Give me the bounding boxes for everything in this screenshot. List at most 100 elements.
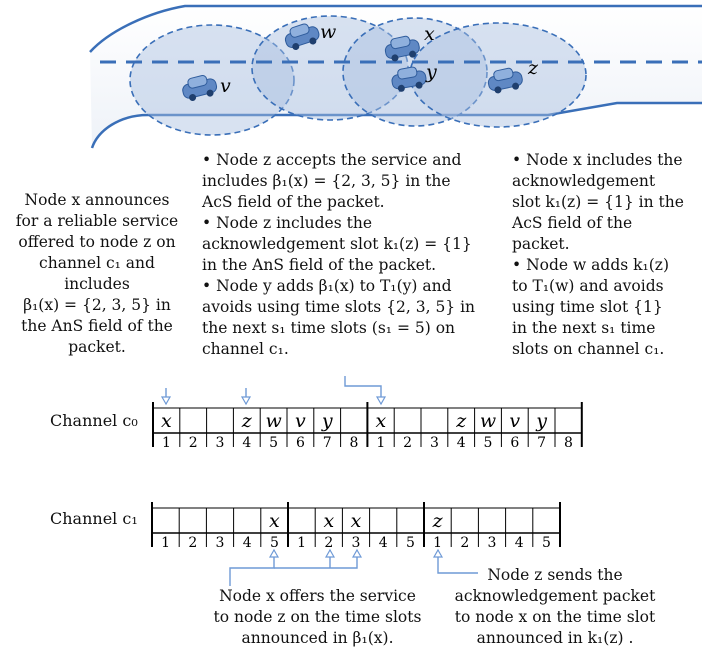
slot-number: 2 <box>460 535 469 551</box>
annotation-line: the next s₁ time slots (s₁ = 5) on <box>202 319 456 337</box>
annotation-line: acknowledgement slot k₁(z) = {1} <box>202 235 472 253</box>
slot-number: 4 <box>515 535 524 551</box>
slot-node-label: y <box>321 410 333 432</box>
slot-number: 4 <box>379 535 388 551</box>
annotation-line: acknowledgement packet <box>454 587 656 605</box>
arrow-offer-slot-3 <box>274 550 358 569</box>
slot-node-label: z <box>455 410 467 432</box>
node-label-v: v <box>220 75 231 97</box>
annotation-line: announced in k₁(z) . <box>476 629 634 647</box>
slot-number: 5 <box>270 535 279 551</box>
annotation-line: AcS field of the packet. <box>202 193 385 211</box>
annotation-line: offered to node z on <box>18 233 176 251</box>
slot-node-label: w <box>265 410 281 432</box>
annotation-line: β₁(x) = {2, 3, 5} in <box>23 296 171 314</box>
arrow-head <box>268 548 280 558</box>
annotation-line: acknowledgement <box>512 172 656 190</box>
annotation-line: includes <box>64 275 130 293</box>
slot-number: 1 <box>297 535 306 551</box>
arrow-head <box>240 396 252 406</box>
annotation-line: Node z sends the <box>487 566 623 584</box>
annotation-line: Node x announces <box>24 191 170 209</box>
slot-number: 5 <box>406 535 415 551</box>
road-top-edge <box>89 4 702 53</box>
slot-number: 2 <box>403 435 412 451</box>
annotation-line: slot k₁(z) = {1} in the <box>512 193 684 211</box>
slot-number: 6 <box>510 435 519 451</box>
annotation-line: channel c₁ and <box>39 254 155 272</box>
slot-node-label: v <box>295 410 306 432</box>
slot-node-label: z <box>432 510 444 532</box>
arrow-head <box>324 548 336 558</box>
car-icon <box>384 35 420 62</box>
slot-number: 8 <box>564 435 573 451</box>
slot-number: 2 <box>189 435 198 451</box>
annotation-line: channel c₁. <box>202 340 289 358</box>
slot-node-label: w <box>480 410 496 432</box>
slot-number: 1 <box>376 435 385 451</box>
left-annotation: Node x announces for a reliable service … <box>2 190 192 358</box>
annotation-line: to T₁(w) and avoids <box>512 277 664 295</box>
slot-number: 3 <box>488 535 497 551</box>
annotation-line: packet. <box>512 235 570 253</box>
annotation-line: to node z on the time slots <box>213 608 422 626</box>
slot-node-label: x <box>323 510 334 532</box>
bottom-left-annotation: Node x offers the service to node z on t… <box>200 586 435 649</box>
slot-number: 6 <box>296 435 305 451</box>
slot-number: 3 <box>216 535 225 551</box>
node-label-y: y <box>425 61 437 83</box>
annotation-line: the AnS field of the <box>21 317 173 335</box>
slot-node-label: y <box>535 410 547 432</box>
annotation-line: • Node x includes the <box>512 151 683 169</box>
bottom-right-annotation: Node z sends the acknowledgement packet … <box>440 565 670 649</box>
annotation-line: avoids using time slots {2, 3, 5} in <box>202 298 476 316</box>
slot-number: 2 <box>188 535 197 551</box>
annotation-line: slots on channel c₁. <box>512 340 665 358</box>
slot-node-label: x <box>375 410 386 432</box>
slot-number: 5 <box>269 435 278 451</box>
channel-c0-label: Channel c₀ <box>50 411 138 430</box>
slot-node-label: x <box>269 510 280 532</box>
car-icon <box>182 75 218 101</box>
annotation-line: AcS field of the <box>512 214 633 232</box>
slot-node-label: v <box>509 410 520 432</box>
node-label-x: x <box>424 23 435 45</box>
slot-node-label: z <box>241 410 253 432</box>
slot-number: 7 <box>537 435 546 451</box>
slot-number: 5 <box>542 535 551 551</box>
node-label-w: w <box>320 21 336 43</box>
channel-c1-label: Channel c₁ <box>50 509 138 528</box>
slot-number: 8 <box>350 435 359 451</box>
slot-number: 3 <box>430 435 439 451</box>
car-icon <box>391 66 427 92</box>
slot-number: 3 <box>352 535 361 551</box>
road-scene: w x y z v <box>89 4 702 149</box>
middle-annotation: • Node z accepts the service and include… <box>202 150 475 360</box>
annotation-line: for a reliable service <box>15 212 179 230</box>
annotation-line: • Node y adds β₁(x) to T₁(y) and <box>202 277 452 295</box>
node-label-z: z <box>527 57 539 79</box>
arrow-head <box>375 396 387 406</box>
annotation-line: Node x offers the service <box>219 587 416 605</box>
car-icon <box>487 67 523 94</box>
annotation-line: • Node z includes the <box>202 214 373 232</box>
arrow-head <box>432 548 444 558</box>
slot-number: 5 <box>484 435 493 451</box>
car-icon <box>284 23 320 51</box>
arrow-head <box>351 548 363 558</box>
slot-number: 4 <box>243 535 252 551</box>
arrow-ack-include <box>344 376 382 404</box>
slot-number: 3 <box>216 435 225 451</box>
slot-node-label: x <box>161 410 172 432</box>
slot-number: 4 <box>457 435 466 451</box>
arrow-offer-slot-5 <box>229 550 275 586</box>
annotation-line: in the AnS field of the packet. <box>202 256 437 274</box>
slot-number: 4 <box>242 435 251 451</box>
slot-number: 1 <box>433 535 442 551</box>
annotation-line: includes β₁(x) = {2, 3, 5} in the <box>202 172 451 190</box>
slot-number: 1 <box>161 535 170 551</box>
road-bottom-edge <box>90 101 702 149</box>
annotation-line: • Node w adds k₁(z) <box>512 256 670 274</box>
